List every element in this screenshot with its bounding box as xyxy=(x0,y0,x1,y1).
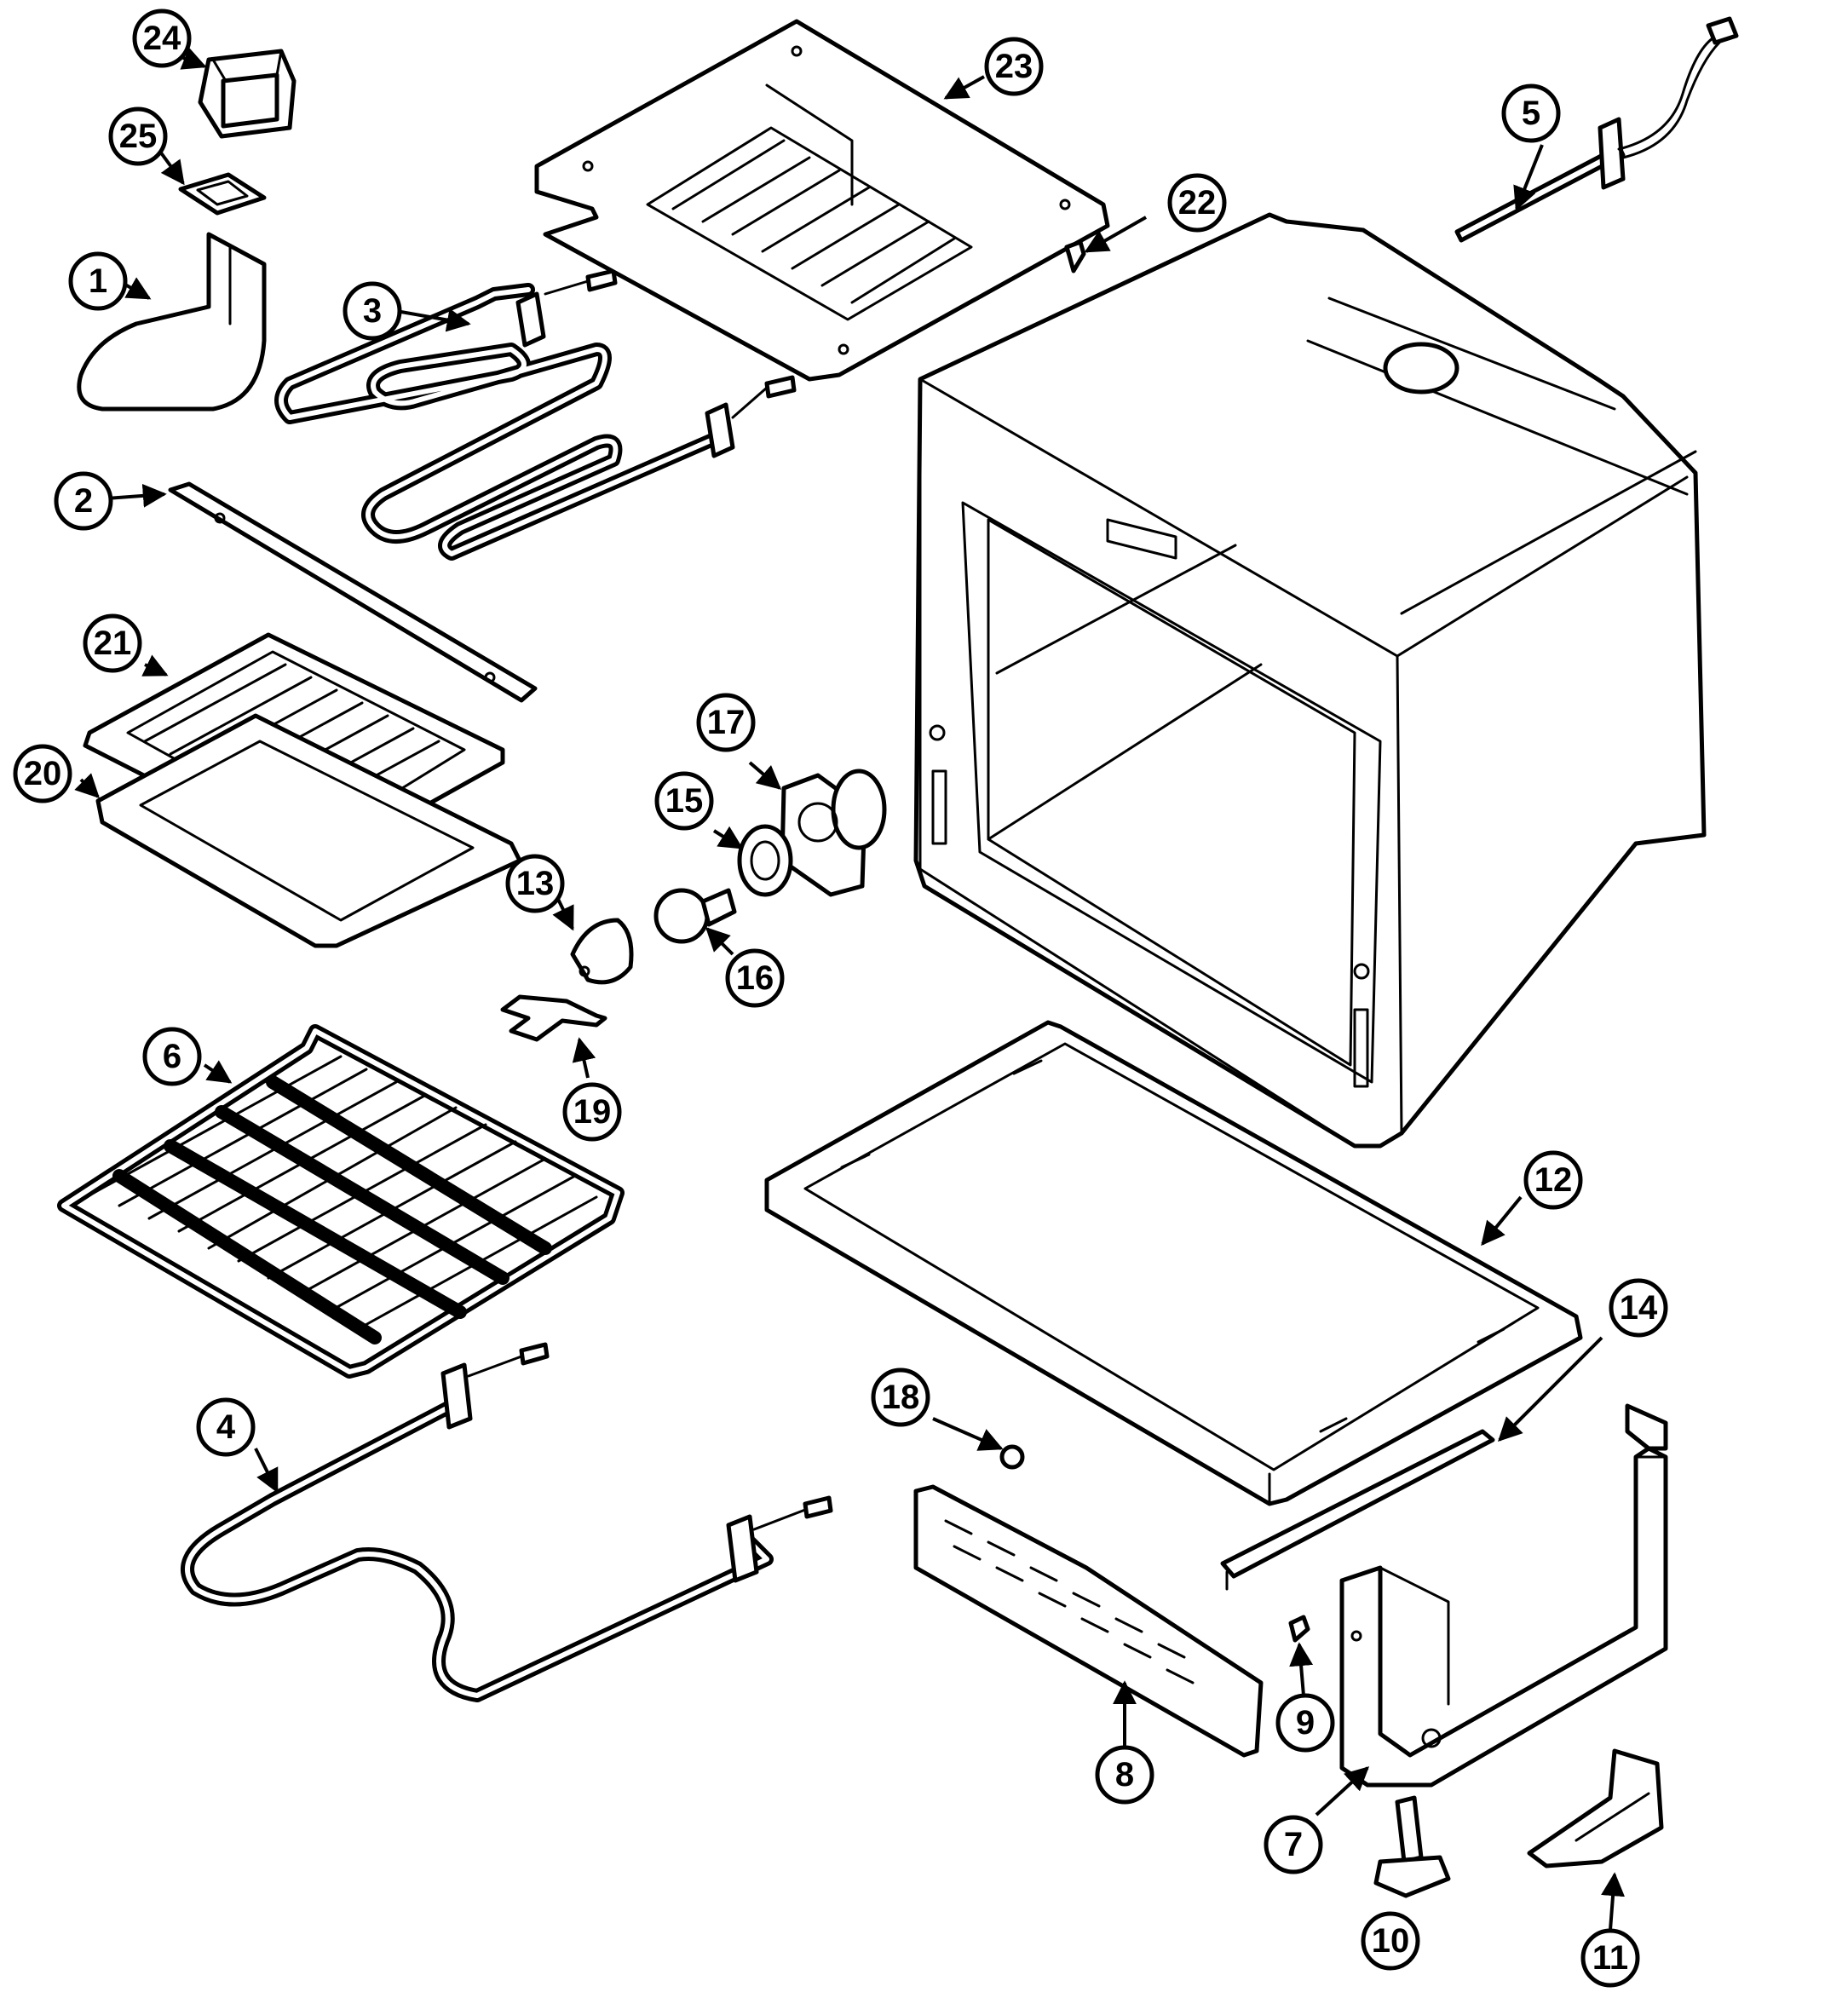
svg-text:25: 25 xyxy=(119,118,158,155)
part-12-oven-bottom xyxy=(764,1020,1583,1506)
part-18-nut xyxy=(999,1444,1025,1470)
callout-23: 23 xyxy=(984,37,1044,96)
callout-16: 16 xyxy=(725,948,785,1008)
callout-20: 20 xyxy=(13,744,72,803)
callout-15: 15 xyxy=(654,771,714,831)
callout-6: 6 xyxy=(142,1027,202,1086)
svg-text:8: 8 xyxy=(1115,1756,1134,1794)
svg-text:1: 1 xyxy=(89,262,107,300)
callout-17: 17 xyxy=(696,693,756,752)
svg-text:11: 11 xyxy=(1592,1939,1628,1977)
part-11-corner-bracket xyxy=(1527,1748,1664,1868)
part-2-trim-strip xyxy=(168,481,538,703)
part-4-bake-element xyxy=(181,1342,833,1702)
callout-3: 3 xyxy=(343,281,402,341)
callout-12: 12 xyxy=(1523,1150,1583,1210)
part-9-screw xyxy=(1288,1615,1310,1643)
callout-5: 5 xyxy=(1501,83,1561,143)
svg-text:17: 17 xyxy=(707,704,746,741)
part-10-leveling-leg xyxy=(1373,1795,1451,1898)
part-20-broiler-pan xyxy=(95,713,522,948)
svg-text:9: 9 xyxy=(1296,1704,1315,1742)
callout-24: 24 xyxy=(132,9,192,68)
part-16-light-bulb xyxy=(653,888,737,944)
callout-7: 7 xyxy=(1264,1815,1323,1874)
svg-text:5: 5 xyxy=(1522,95,1540,132)
part-7-side-bracket xyxy=(1339,1403,1668,1788)
oven-cavity xyxy=(913,212,1707,1149)
callout-25: 25 xyxy=(108,107,168,166)
part-23-heat-panel xyxy=(534,19,1110,382)
part-24-switch-box xyxy=(198,49,296,139)
part-5-oven-sensor xyxy=(1454,16,1739,243)
part-13-lens-cover xyxy=(570,918,634,985)
svg-text:7: 7 xyxy=(1284,1826,1303,1863)
callout-4: 4 xyxy=(196,1397,256,1457)
svg-text:24: 24 xyxy=(143,20,181,57)
svg-text:4: 4 xyxy=(216,1408,236,1446)
svg-text:2: 2 xyxy=(74,482,93,520)
svg-text:15: 15 xyxy=(665,782,704,820)
svg-text:6: 6 xyxy=(163,1038,181,1075)
part-1-vent-deflector xyxy=(77,232,267,412)
svg-text:3: 3 xyxy=(363,292,382,330)
callout-21: 21 xyxy=(83,613,142,673)
part-8-vent-panel xyxy=(913,1484,1264,1758)
part-25-bracket xyxy=(178,172,267,216)
svg-text:21: 21 xyxy=(94,625,132,662)
svg-text:12: 12 xyxy=(1534,1161,1573,1199)
svg-text:13: 13 xyxy=(516,865,555,902)
svg-text:14: 14 xyxy=(1620,1289,1658,1327)
callout-18: 18 xyxy=(871,1368,930,1427)
part-15-socket xyxy=(737,824,793,897)
callout-10: 10 xyxy=(1361,1911,1420,1971)
part-3-heating-element xyxy=(274,268,797,561)
svg-text:10: 10 xyxy=(1372,1922,1410,1960)
callout-14: 14 xyxy=(1609,1278,1668,1338)
part-19-clip xyxy=(500,994,607,1042)
part-17-light-housing xyxy=(780,769,887,897)
callout-22: 22 xyxy=(1167,173,1227,233)
part-14-rail xyxy=(1220,1429,1495,1591)
callout-19: 19 xyxy=(562,1082,622,1142)
svg-text:16: 16 xyxy=(736,959,774,997)
svg-text:18: 18 xyxy=(882,1379,920,1416)
part-6-oven-rack xyxy=(57,1024,625,1379)
callout-8: 8 xyxy=(1095,1745,1154,1805)
callout-11: 11 xyxy=(1580,1928,1640,1988)
callout-1: 1 xyxy=(68,251,128,311)
callout-9: 9 xyxy=(1275,1693,1335,1753)
svg-text:19: 19 xyxy=(573,1093,612,1131)
callout-13: 13 xyxy=(505,854,565,913)
svg-text:23: 23 xyxy=(995,48,1033,85)
part-22-screw xyxy=(1064,239,1086,274)
svg-text:22: 22 xyxy=(1178,184,1217,222)
svg-text:20: 20 xyxy=(24,755,62,792)
callout-2: 2 xyxy=(54,471,113,531)
